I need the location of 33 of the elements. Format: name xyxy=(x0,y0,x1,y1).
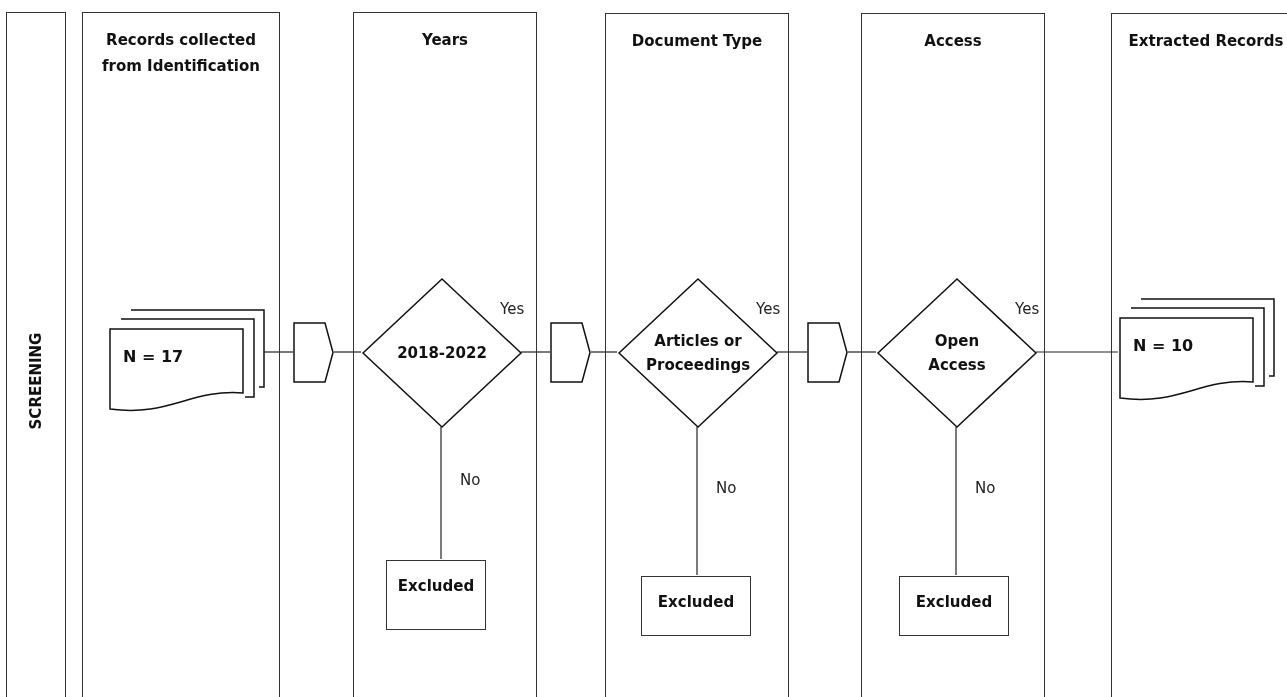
lane-heading: Extracted Records xyxy=(1127,31,1285,52)
connector-line xyxy=(333,351,362,353)
connector-line xyxy=(590,351,618,353)
swimlane xyxy=(1111,13,1287,697)
process-box xyxy=(386,560,486,630)
connector-line xyxy=(847,351,877,353)
decision-label: Articles or Proceedings xyxy=(645,331,752,376)
swimlane xyxy=(605,13,789,697)
connector-line xyxy=(955,426,957,576)
connector-line xyxy=(440,426,442,560)
record-count: N = 10 xyxy=(1133,336,1194,355)
decision-label: Open Access xyxy=(927,331,987,376)
lane-heading: Access xyxy=(923,31,983,52)
swimlane xyxy=(82,12,280,697)
swimlane xyxy=(6,12,66,697)
lane-heading: Years xyxy=(420,30,470,51)
process-box xyxy=(899,576,1009,636)
swimlane xyxy=(353,12,537,697)
connector-line xyxy=(1035,351,1119,353)
lane-heading: Records collected from Identification xyxy=(101,30,261,77)
lane-heading: Document Type xyxy=(630,31,764,52)
decision-label: 2018-2022 xyxy=(396,343,488,364)
connector-line xyxy=(696,426,698,576)
connector-line xyxy=(520,351,551,353)
process-box xyxy=(641,576,751,636)
box-label: Excluded xyxy=(656,593,736,611)
box-label: Excluded xyxy=(396,577,476,595)
box-label: Excluded xyxy=(914,593,994,611)
record-count: N = 17 xyxy=(123,347,184,366)
connector-line xyxy=(263,351,294,353)
lane-title: SCREENING xyxy=(27,332,45,430)
swimlane xyxy=(861,13,1045,697)
connector-line xyxy=(776,351,808,353)
